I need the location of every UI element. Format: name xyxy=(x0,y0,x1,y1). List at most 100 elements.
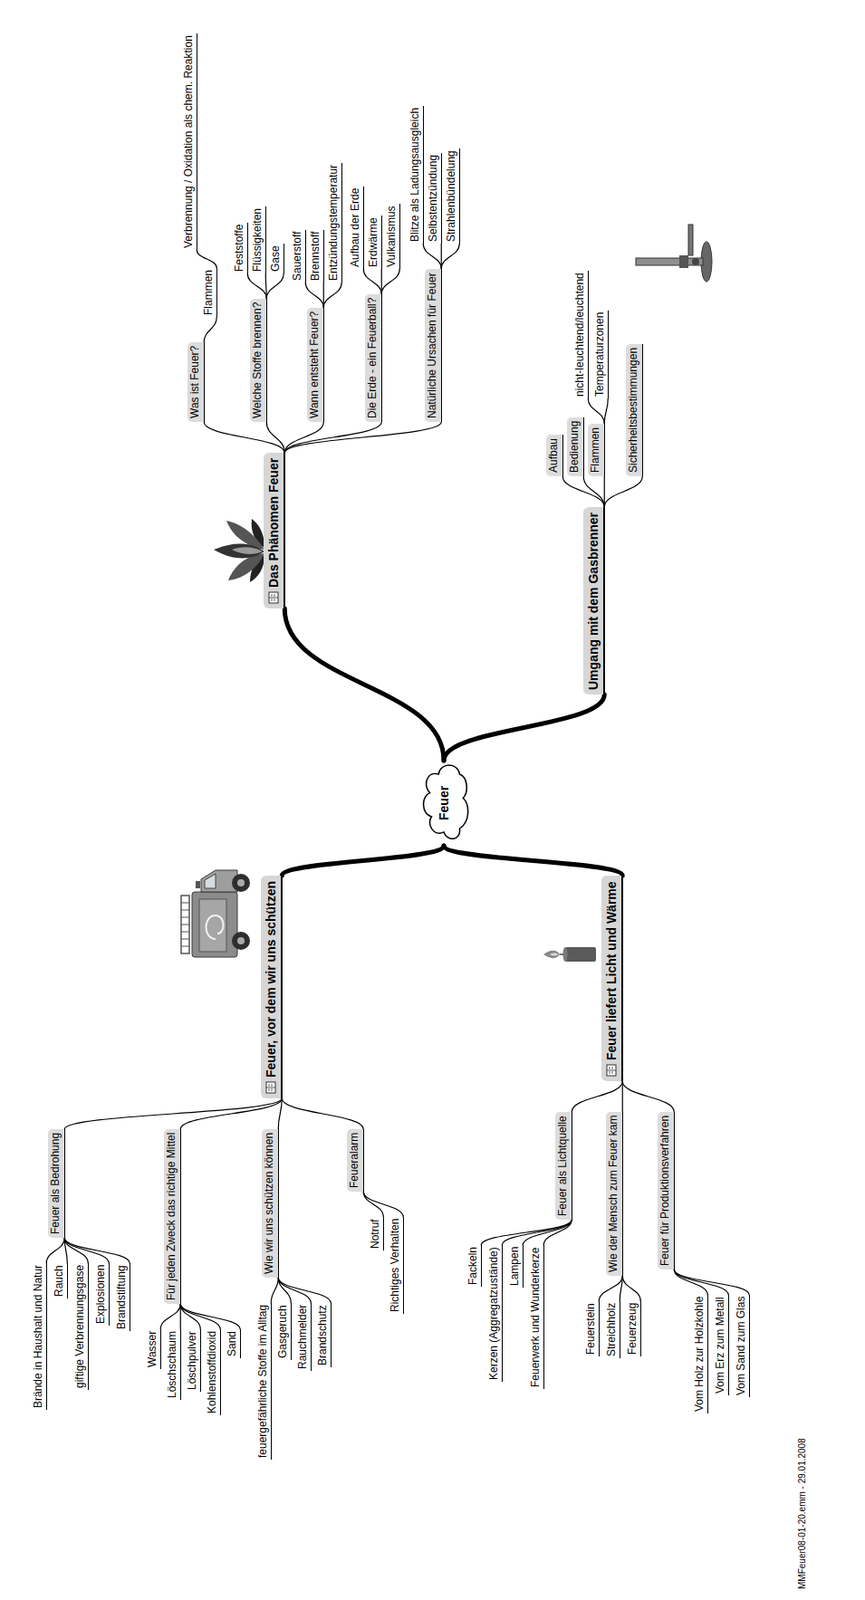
topic-text: Kohlenstoffdioxid xyxy=(205,1331,219,1414)
branch-line xyxy=(266,422,285,453)
branch-line xyxy=(604,398,608,424)
topic: Selbstentzündung xyxy=(426,153,443,244)
branch-line xyxy=(619,1276,623,1302)
branch-line xyxy=(622,1276,641,1302)
candle-body xyxy=(565,947,596,962)
branch-line xyxy=(64,1238,88,1264)
candle-flame-core xyxy=(549,953,558,957)
topic-text: Aufbau der Erde xyxy=(348,188,362,268)
branch-line xyxy=(46,1238,65,1264)
burner-gas-inlet xyxy=(688,224,693,256)
topic-text: Sicherheitsbestimmungen xyxy=(626,347,640,473)
topic-text: Feuer als Lichtquelle xyxy=(556,1115,569,1217)
branch-line xyxy=(363,1191,384,1218)
subtopic: Feuer als Lichtquelle xyxy=(555,1112,573,1221)
topic: Entzündungstemperatur xyxy=(326,163,343,283)
truck-light xyxy=(195,881,201,889)
burner-valve xyxy=(692,258,700,266)
truck-hose xyxy=(206,915,224,940)
book-cover xyxy=(266,1082,276,1094)
topic-text: Wie der Mensch zum Feuer kam xyxy=(606,1115,620,1273)
topic-text: Explosionen xyxy=(94,1265,107,1325)
topic: Feststoffe xyxy=(232,222,249,274)
topic: Sauerstoff xyxy=(290,230,307,283)
topic-text: Verbrennung / Oxidation als chem. Reakti… xyxy=(182,35,195,249)
subtopic: Die Erde - ein Feuerball? xyxy=(365,294,383,423)
topic: Aufbau der Erde xyxy=(348,186,365,270)
topic: Gase xyxy=(269,243,285,274)
book-cover xyxy=(269,592,279,604)
branch-line xyxy=(323,282,342,308)
topic-text: Natürliche Ursachen für Feuer xyxy=(425,272,439,419)
branch-line xyxy=(363,269,382,295)
topic-text: Temperaturzonen xyxy=(593,312,606,397)
main-topic: Das Phänomen Feuer xyxy=(263,452,286,609)
truck-ladder xyxy=(181,895,190,954)
branch-line xyxy=(522,1220,572,1246)
topic: Lampen xyxy=(508,1245,524,1288)
candle-icon xyxy=(543,947,596,962)
topic: Brennstoff xyxy=(308,230,325,283)
topic: Explosionen xyxy=(94,1263,110,1327)
topic-text: Vulkanismus xyxy=(384,205,398,268)
central-topic: Feuer xyxy=(417,760,471,846)
truck-window xyxy=(204,874,216,889)
topic-text: Feuer liefert Licht und Wärme xyxy=(603,881,620,1061)
candle-top xyxy=(563,947,568,962)
topic: Strahlenbündelung xyxy=(444,148,461,244)
topic-text: Wie wir uns schützen können xyxy=(262,1133,276,1275)
branch-line xyxy=(64,1238,130,1264)
subtopic: Bedienung xyxy=(567,417,585,477)
branch-line xyxy=(180,1098,282,1130)
topic-text: Für jeden Zweck das richtige Mittel xyxy=(164,1133,178,1301)
branch-line xyxy=(604,476,643,508)
branch-line xyxy=(284,422,442,453)
branch-line xyxy=(587,398,605,424)
topic-text: Feuerzeug xyxy=(625,1303,639,1356)
topic-text: Brandschutz xyxy=(316,1305,329,1366)
topic: Brandstiftung xyxy=(115,1263,131,1332)
branch-line xyxy=(180,1304,221,1330)
book-icon xyxy=(265,1081,277,1095)
topic-text: Löschpulver xyxy=(185,1331,199,1391)
topic-text: Löschschaum xyxy=(165,1331,179,1399)
topic-text: Gasgeruch xyxy=(276,1305,289,1359)
topic-text: Erdwärme xyxy=(366,217,380,268)
topic-text: Feuer xyxy=(436,786,452,821)
branch-line xyxy=(598,1276,623,1302)
burner-collar xyxy=(679,255,689,269)
branch-line xyxy=(270,1278,279,1304)
subtopic: Für jeden Zweck das richtige Mittel xyxy=(163,1129,182,1305)
branch-line xyxy=(64,1098,282,1130)
topic-text: Selbstentzündung xyxy=(426,154,440,242)
topic-text: Vom Erz zum Metall xyxy=(713,1297,727,1394)
subtopic: Feuer als Bedrohung xyxy=(48,1129,66,1239)
branch-line xyxy=(673,1269,750,1296)
topic-text: Brände in Haushalt und Natur xyxy=(31,1265,45,1409)
topic-text: Sauerstoff xyxy=(290,231,304,281)
topic: Brände in Haushalt und Natur xyxy=(31,1263,48,1411)
topic-text: Aufbau xyxy=(547,438,560,473)
topic-text: Blitze als Ladungsausgleich xyxy=(408,107,422,242)
subtopic: Wann entsteht Feuer? xyxy=(307,307,325,423)
topic-text: Feuer, vor dem wir uns schützen xyxy=(262,881,279,1078)
topic: Feuerwerk und Wunderkerze xyxy=(528,1245,545,1390)
topic-text: Richtiges Verhalten xyxy=(388,1219,402,1313)
branch-line xyxy=(281,845,444,876)
truck-ladder-rungs xyxy=(181,903,190,947)
cloud-outline xyxy=(423,765,469,839)
burner-tube xyxy=(635,258,703,266)
branch-line xyxy=(180,1304,241,1330)
topic: Vom Sand zum Glas xyxy=(734,1295,750,1398)
topic-text: Gase xyxy=(269,245,282,272)
branch-line xyxy=(443,694,605,761)
topic-text: Sand xyxy=(225,1331,239,1357)
branch-line xyxy=(278,1278,331,1304)
topic-text: Feueralarm xyxy=(347,1133,361,1189)
topic-text: Feuer als Bedrohung xyxy=(48,1133,62,1235)
topic: Vom Erz zum Metall xyxy=(713,1295,730,1396)
branch-line xyxy=(265,273,267,299)
topic: Vulkanismus xyxy=(384,203,401,270)
subtopic: Was ist Feuer? xyxy=(187,342,205,423)
branch-line xyxy=(281,1098,364,1130)
